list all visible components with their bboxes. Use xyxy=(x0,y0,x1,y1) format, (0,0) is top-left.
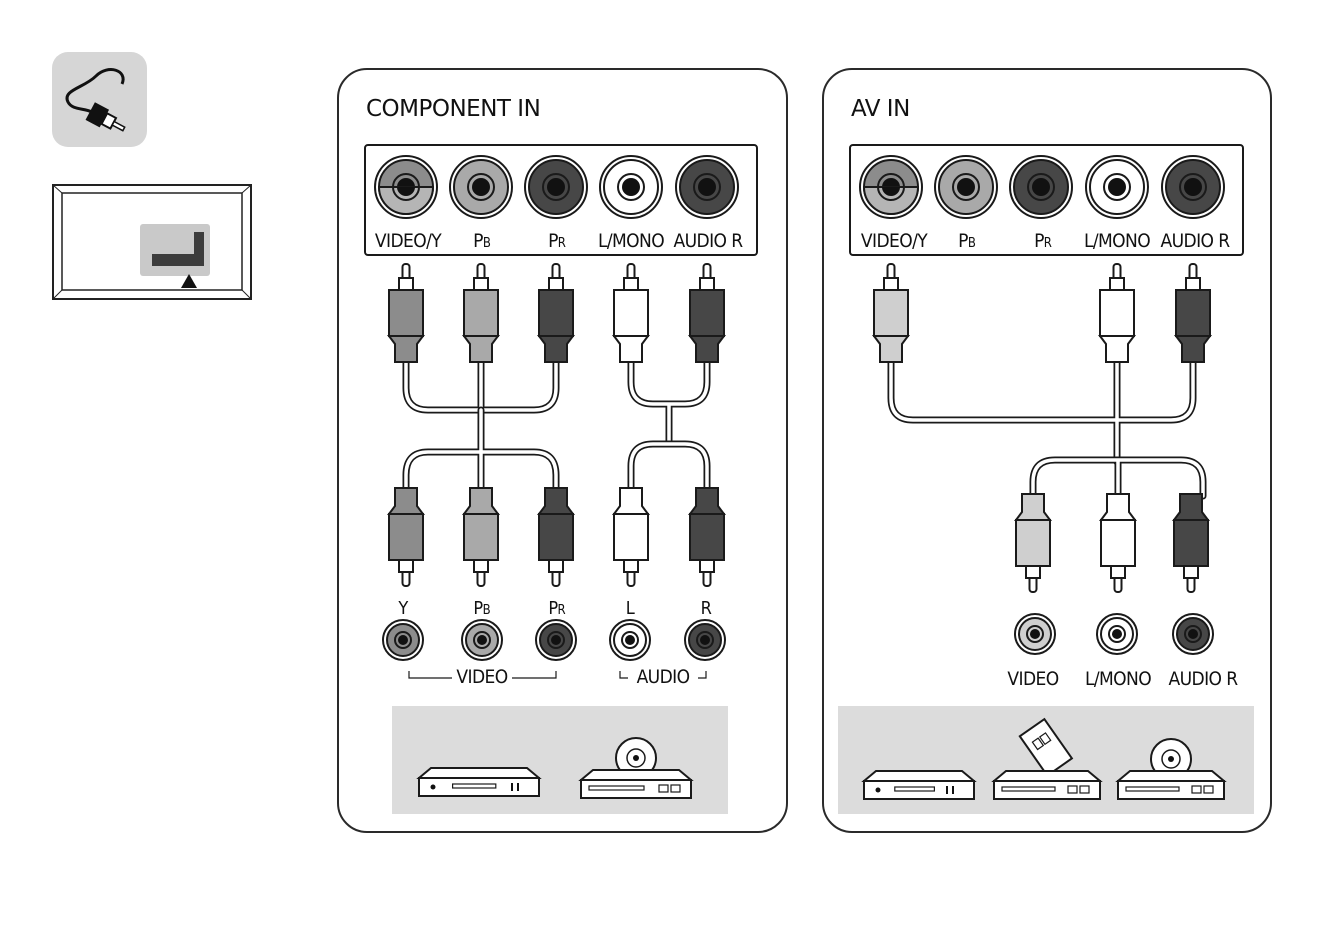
component-plug-top-1 xyxy=(464,264,498,362)
component-plug-top-2 xyxy=(539,264,573,362)
component-port-0 xyxy=(375,156,437,218)
component-jack-4 xyxy=(685,620,725,660)
av-port-3 xyxy=(1086,156,1148,218)
component-plug-top-0 xyxy=(389,264,423,362)
component-port-4 xyxy=(676,156,738,218)
av-plug-top-audio-r xyxy=(1176,264,1210,362)
component-plug-bottom-3 xyxy=(614,488,648,586)
component-port-3 xyxy=(600,156,662,218)
av-jack-1 xyxy=(1097,614,1137,654)
vcr-icon xyxy=(994,719,1100,799)
av-cable-top xyxy=(891,360,1193,462)
component-audio-cable-bottom xyxy=(631,444,707,490)
component-audio-bracket-right xyxy=(698,671,706,678)
av-plug-bottom-audio-r xyxy=(1174,494,1208,592)
av-port-4 xyxy=(1162,156,1224,218)
component-jack-2 xyxy=(536,620,576,660)
av-port-2 xyxy=(1010,156,1072,218)
av-plug-top-l-mono xyxy=(1100,264,1134,362)
disc-player-icon-av xyxy=(1118,739,1224,799)
component-audio-bracket-left xyxy=(620,671,628,678)
av-cable-bottom xyxy=(1033,460,1203,496)
av-jack-0 xyxy=(1015,614,1055,654)
component-jack-0 xyxy=(383,620,423,660)
component-plug-top-3 xyxy=(614,264,648,362)
component-jack-3 xyxy=(610,620,650,660)
av-plug-bottom-video xyxy=(1016,494,1050,592)
component-port-1 xyxy=(450,156,512,218)
component-plug-bottom-4 xyxy=(690,488,724,586)
av-plug-top-video xyxy=(874,264,908,362)
av-port-0 xyxy=(860,156,922,218)
av-plug-bottom-l-mono xyxy=(1101,494,1135,592)
dvd-player-icon-av xyxy=(864,771,974,799)
component-plug-top-4 xyxy=(690,264,724,362)
component-port-2 xyxy=(525,156,587,218)
component-plug-bottom-1 xyxy=(464,488,498,586)
av-jack-2 xyxy=(1173,614,1213,654)
component-video-bracket-left xyxy=(409,671,452,678)
av-port-1 xyxy=(935,156,997,218)
component-video-cable-bottom xyxy=(406,410,556,490)
component-plug-bottom-2 xyxy=(539,488,573,586)
component-audio-cable-top xyxy=(631,360,707,444)
dvd-player-icon xyxy=(419,768,539,796)
component-plug-bottom-0 xyxy=(389,488,423,586)
disc-player-icon xyxy=(581,738,691,798)
component-jack-1 xyxy=(462,620,502,660)
component-video-bracket-right xyxy=(512,671,556,678)
